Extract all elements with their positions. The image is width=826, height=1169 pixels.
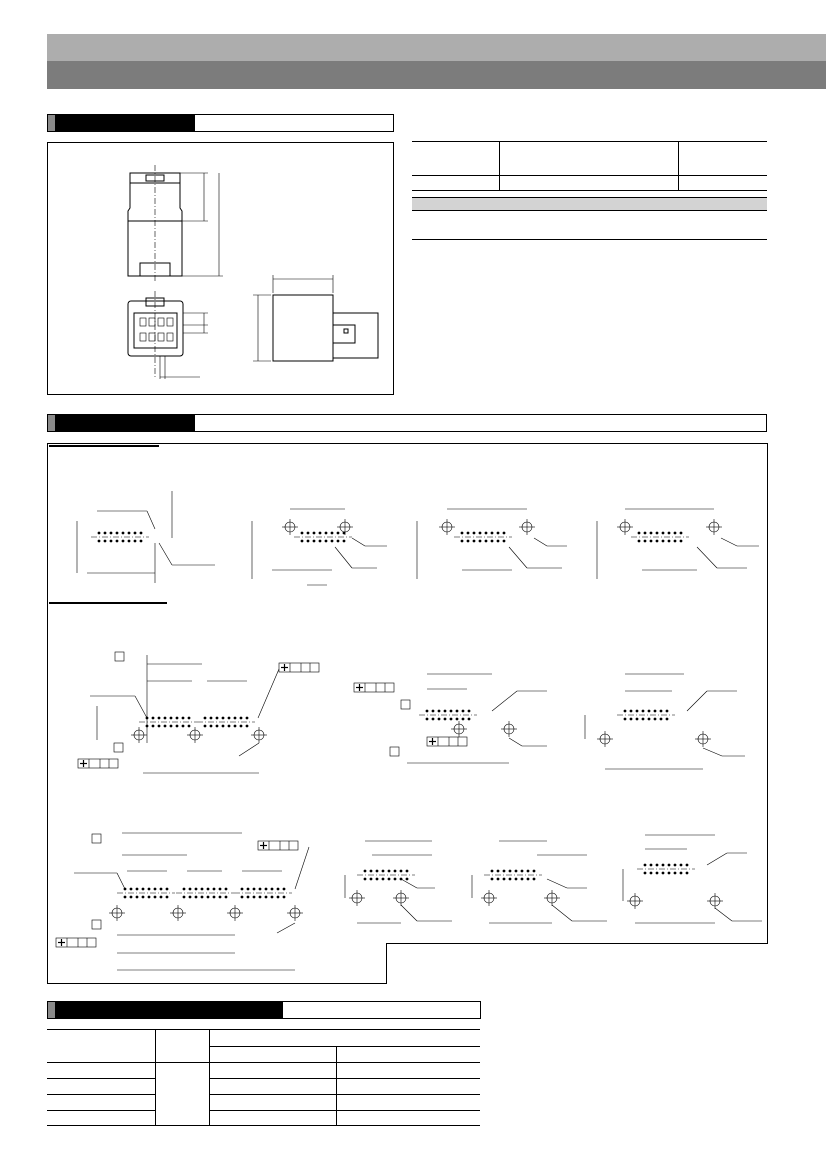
section-heading-accent (48, 115, 55, 131)
header-band-dark (47, 61, 826, 89)
section-heading-packaging (47, 1001, 481, 1019)
section-heading-accent (48, 1002, 55, 1018)
layout-row-2 (77, 651, 745, 774)
section-heading-accent (48, 415, 55, 431)
section-heading-dimensions (47, 114, 394, 132)
dimension-drawing-frame (47, 142, 394, 395)
header-band-light (47, 34, 826, 61)
layout-row-1 (76, 491, 759, 586)
section-heading-label (55, 115, 195, 131)
layout-row-3 (55, 832, 762, 971)
section-heading-pcb-layout (47, 414, 767, 432)
connector-dimension-drawing (127, 165, 379, 379)
section-heading-label (55, 415, 195, 431)
pcb-layout-drawings (55, 491, 762, 971)
spec-table-subheader (412, 197, 767, 211)
section-heading-label (55, 1002, 283, 1018)
pcb-layout-frame (47, 443, 768, 984)
